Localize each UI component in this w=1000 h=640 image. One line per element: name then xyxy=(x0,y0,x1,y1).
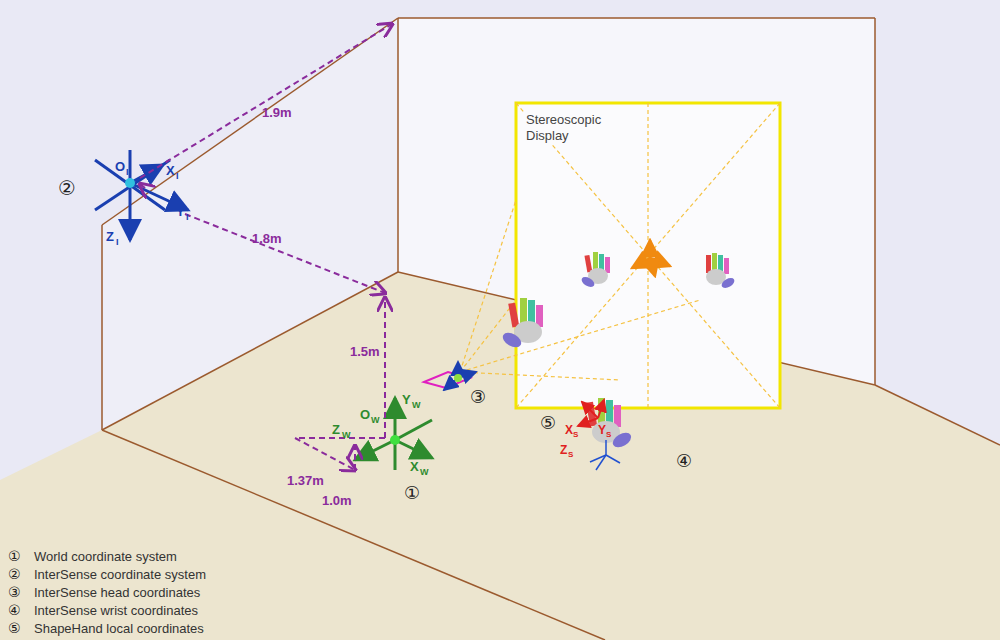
legend-number: ⑤ xyxy=(8,621,21,635)
legend-text: InterSense coordinate system xyxy=(34,568,206,581)
axis-subscript: I xyxy=(176,172,179,181)
axis-subscript: W xyxy=(420,468,429,477)
callout-number: ① xyxy=(404,484,420,502)
axis-label: Y xyxy=(598,424,606,436)
axis-subscript: W xyxy=(342,431,351,440)
axis-subscript: S xyxy=(573,431,578,439)
dimension-label: 1.0m xyxy=(322,494,352,507)
legend-text: InterSense head coordinates xyxy=(34,586,200,599)
legend-number: ② xyxy=(8,567,21,581)
axis-label: Z xyxy=(106,230,114,243)
callout-number: ② xyxy=(58,178,76,198)
axis-label: Y xyxy=(402,393,411,406)
display-label: Stereoscopic Display xyxy=(524,111,614,144)
axis-subscript: I xyxy=(126,168,129,177)
callout-number: ④ xyxy=(676,452,692,470)
legend-number: ④ xyxy=(8,603,21,617)
axis-subscript: W xyxy=(371,416,380,425)
legend-number: ① xyxy=(8,549,21,563)
axis-label: Y xyxy=(176,205,185,218)
callout-number: ⑤ xyxy=(540,414,556,432)
axis-label: O xyxy=(360,408,370,421)
axis-label: Z xyxy=(560,444,567,456)
callout-number: ③ xyxy=(470,388,486,406)
axis-label: X xyxy=(166,164,175,177)
legend-text: ShapeHand local coordinates xyxy=(34,622,204,635)
axis-label: Z xyxy=(332,423,340,436)
dimension-label: 1.5m xyxy=(350,345,380,358)
axis-subscript: S xyxy=(606,431,611,439)
hand-model xyxy=(580,252,610,289)
dimension-label: 1.9m xyxy=(262,106,292,119)
hand-model xyxy=(586,398,634,450)
hand-model xyxy=(706,253,736,290)
axis-subscript: I xyxy=(186,213,189,222)
dimension-label: 1.37m xyxy=(287,474,324,487)
dimension-label: 1.8m xyxy=(252,232,282,245)
axis-subscript: S xyxy=(568,451,573,459)
axis-label: O xyxy=(115,160,125,173)
legend-text: World coordinate system xyxy=(34,550,177,563)
hand-model xyxy=(500,298,543,350)
axis-label: X xyxy=(565,424,573,436)
display-panel: Stereoscopic Display xyxy=(516,103,780,408)
legend-number: ③ xyxy=(8,585,21,599)
axis-label: X xyxy=(410,460,419,473)
legend-text: InterSense wrist coordinates xyxy=(34,604,198,617)
axis-subscript: I xyxy=(116,238,119,247)
axis-subscript: W xyxy=(412,401,421,410)
